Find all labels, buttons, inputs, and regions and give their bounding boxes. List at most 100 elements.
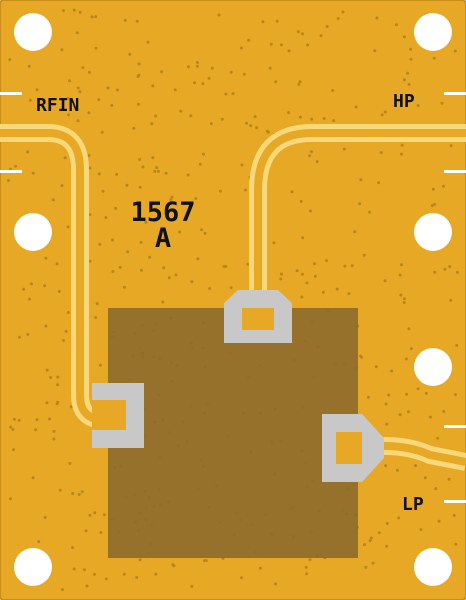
via-dot xyxy=(432,56,436,60)
via-dot xyxy=(280,272,283,276)
via-dot xyxy=(272,241,276,245)
via-dot xyxy=(97,98,101,102)
via-dot xyxy=(110,103,114,107)
revision-label: A xyxy=(155,223,171,254)
via-dot xyxy=(253,115,257,119)
via-dot xyxy=(347,292,351,296)
via-dot xyxy=(269,42,273,46)
via-dot xyxy=(122,572,126,576)
via-dot xyxy=(88,259,92,263)
via-dot xyxy=(87,70,91,74)
via-dot xyxy=(94,15,98,19)
via-dot xyxy=(179,109,183,113)
via-dot xyxy=(420,501,424,505)
via-dot xyxy=(385,422,389,426)
via-dot xyxy=(123,18,127,22)
via-dot xyxy=(400,263,403,267)
via-dot xyxy=(452,514,456,517)
via-dot xyxy=(434,487,438,491)
hp-trace-inner xyxy=(254,129,466,300)
via-dot xyxy=(377,531,381,535)
via-dot xyxy=(80,490,84,494)
via-dot xyxy=(332,119,336,123)
via-dot xyxy=(90,15,94,19)
via-dot xyxy=(396,468,399,472)
via-dot xyxy=(447,477,451,481)
via-dot xyxy=(295,269,299,273)
via-dot xyxy=(196,61,199,64)
via-dot xyxy=(308,154,312,158)
via-dot xyxy=(313,262,317,266)
hp-label: HP xyxy=(393,91,415,112)
via-dot xyxy=(44,324,48,328)
via-dot xyxy=(279,43,283,47)
via-dot xyxy=(69,405,73,409)
via-dot xyxy=(383,279,387,283)
via-dot xyxy=(138,185,142,189)
via-dot xyxy=(430,204,434,208)
via-dot xyxy=(385,544,389,548)
via-dot xyxy=(9,167,13,171)
via-dot xyxy=(190,584,194,588)
via-dot xyxy=(135,19,139,23)
via-dot xyxy=(402,297,406,301)
via-dot xyxy=(125,183,129,187)
via-dot xyxy=(409,347,413,351)
via-dot xyxy=(390,369,394,373)
via-dot xyxy=(394,23,398,27)
via-dot xyxy=(229,286,233,290)
via-dot xyxy=(101,189,105,193)
part-number-label: 1567 xyxy=(130,197,195,228)
via-dot xyxy=(379,151,383,154)
via-dot xyxy=(298,80,302,84)
via-dot xyxy=(156,169,160,173)
lp-label: LP xyxy=(402,494,424,515)
via-dot xyxy=(242,72,246,76)
via-dot xyxy=(255,126,259,130)
via-dot xyxy=(35,418,39,422)
via-dot xyxy=(431,187,435,191)
via-dot xyxy=(95,302,99,306)
via-dot xyxy=(384,464,388,468)
via-dot xyxy=(244,188,247,192)
via-dot xyxy=(66,97,70,100)
via-dot xyxy=(44,256,48,260)
die-area xyxy=(108,308,358,558)
via-dot xyxy=(207,76,211,80)
via-dot xyxy=(52,437,56,441)
via-dot xyxy=(118,265,122,269)
via-dot xyxy=(433,270,437,274)
via-dot xyxy=(30,282,33,286)
via-dot xyxy=(247,38,251,42)
via-dot xyxy=(78,90,82,94)
via-dot xyxy=(137,102,141,106)
via-dot xyxy=(84,529,88,533)
via-dot xyxy=(306,43,310,47)
mounting-hole-bottom-right xyxy=(414,548,452,586)
via-dot xyxy=(398,413,402,417)
via-dot xyxy=(428,415,432,419)
via-dot xyxy=(99,531,103,534)
via-dot xyxy=(51,198,55,202)
via-dot xyxy=(146,40,150,44)
via-dot xyxy=(298,115,302,119)
via-dot xyxy=(93,511,97,515)
via-dot xyxy=(210,66,214,70)
via-dot xyxy=(76,119,80,123)
mounting-holes xyxy=(14,13,452,586)
via-dot xyxy=(200,228,204,232)
via-dot xyxy=(100,130,104,134)
via-dot xyxy=(402,35,406,39)
mounting-hole-top-right xyxy=(414,13,452,51)
via-dot xyxy=(274,80,278,84)
via-dot xyxy=(436,436,440,440)
via-dot xyxy=(399,293,403,297)
via-dot xyxy=(343,264,347,268)
hp-bond-pad-center xyxy=(242,308,274,330)
via-dot xyxy=(78,10,82,14)
via-dot xyxy=(71,546,74,550)
via-dot xyxy=(209,122,213,126)
via-dot xyxy=(204,559,208,562)
via-dot xyxy=(72,8,76,12)
